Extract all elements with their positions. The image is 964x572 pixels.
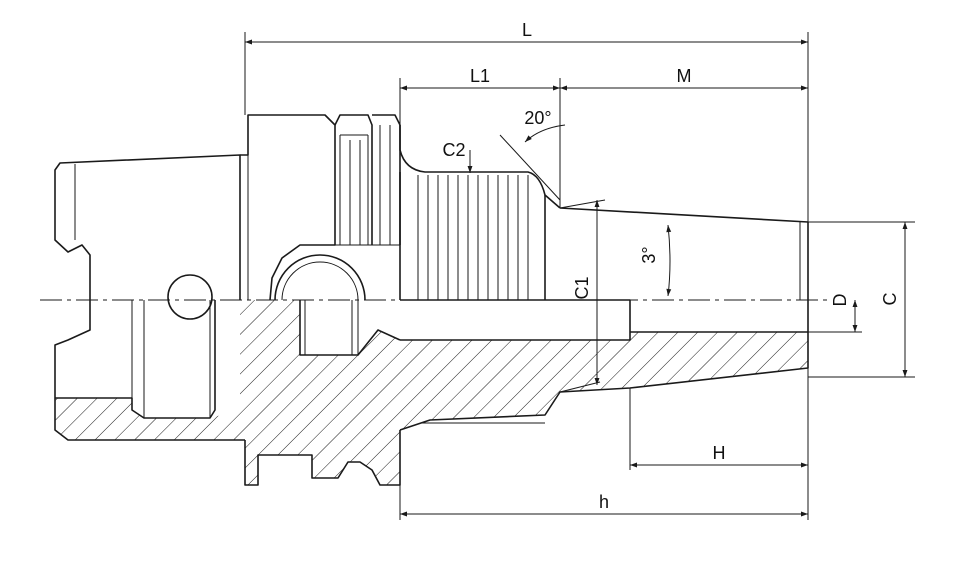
dim-angle-20 (524, 124, 566, 143)
label-C2: C2 (442, 140, 465, 160)
label-L1: L1 (470, 66, 490, 86)
label-C: C (880, 293, 900, 306)
label-H: H (713, 443, 726, 463)
dimensions: L L1 M 20° C2 3° C1 D C H (244, 20, 915, 520)
clamping-grooves (417, 175, 529, 300)
dim-angle-3 (666, 224, 672, 297)
label-h: h (599, 492, 609, 512)
label-M: M (677, 66, 692, 86)
section-hatching (55, 300, 808, 485)
label-angle-20: 20° (524, 108, 551, 128)
label-C1: C1 (572, 276, 592, 299)
label-L: L (522, 20, 532, 40)
label-angle-3: 3° (639, 246, 659, 263)
label-D: D (830, 294, 850, 307)
